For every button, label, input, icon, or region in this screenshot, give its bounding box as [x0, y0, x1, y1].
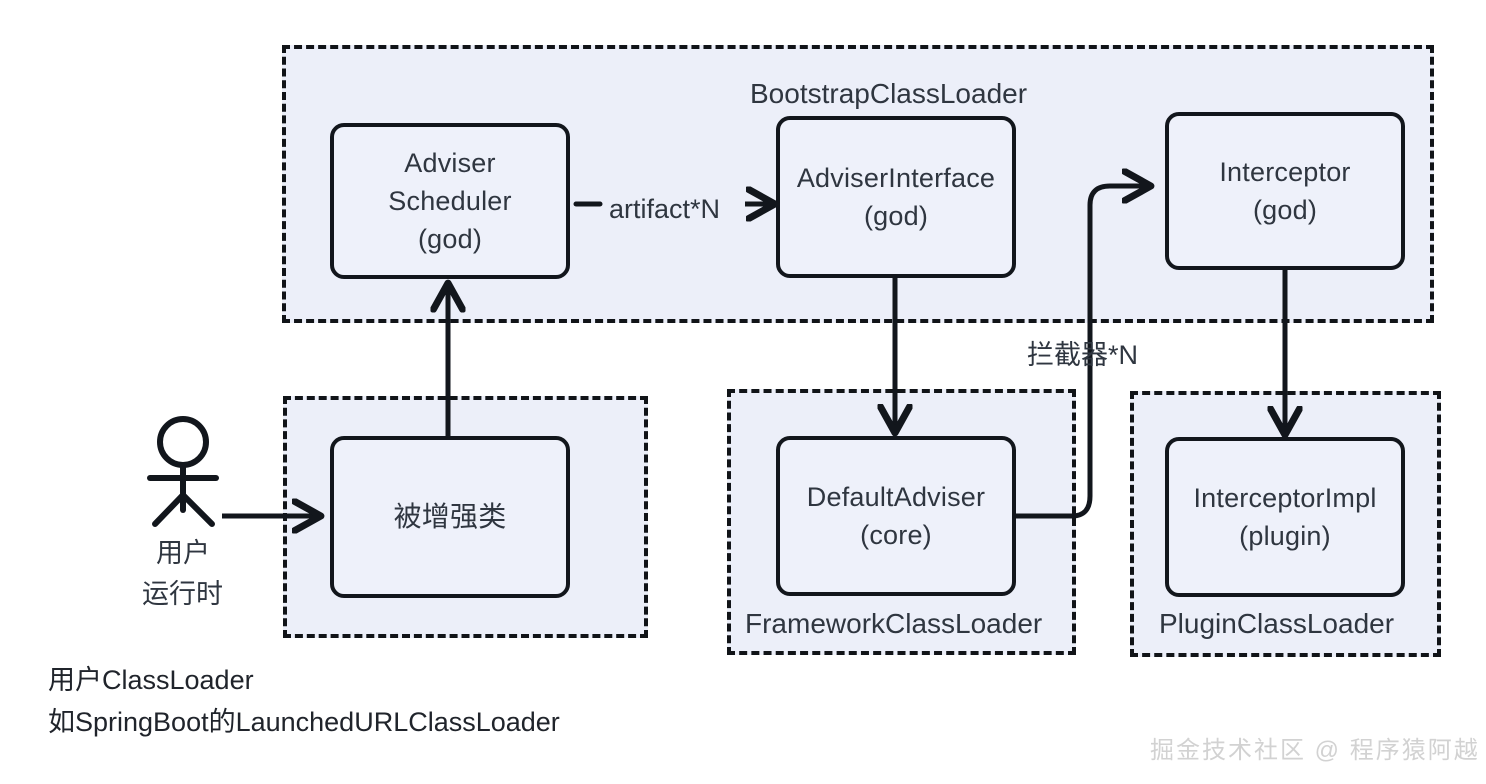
watermark: 掘金技术社区 @ 程序猿阿越	[1150, 737, 1480, 764]
edge-label-interceptor-n: 拦截器*N	[1027, 340, 1139, 370]
container-title-bootstrap: BootstrapClassLoader	[750, 78, 1028, 109]
node-adviser-scheduler-line1: Adviser	[404, 147, 496, 178]
node-default-adviser-line2: (core)	[860, 520, 932, 550]
actor-label-line2: 运行时	[142, 579, 223, 609]
node-adviser-interface-line2: (god)	[863, 201, 929, 231]
container-title-framework: FrameworkClassLoader	[745, 608, 1043, 639]
footnote-line1: 用户ClassLoader	[48, 665, 254, 695]
node-adviser-interface[interactable]: AdviserInterface (god)	[776, 116, 1016, 278]
node-enhanced-class[interactable]: 被增强类	[330, 436, 570, 598]
footnote-user-classloader: 用户ClassLoader 如SpringBoot的LaunchedURLCla…	[48, 660, 560, 744]
node-interceptor-impl-line2: (plugin)	[1239, 521, 1331, 551]
node-adviser-scheduler[interactable]: Adviser Scheduler (god)	[330, 123, 570, 279]
node-interceptor-line1: Interceptor	[1219, 156, 1351, 187]
container-title-plugin: PluginClassLoader	[1159, 608, 1395, 639]
edge-label-artifact: artifact*N	[609, 194, 721, 224]
node-interceptor-impl-line1: InterceptorImpl	[1193, 482, 1377, 513]
node-enhanced-class-line1: 被增强类	[393, 501, 507, 533]
node-interceptor-line2: (god)	[1252, 195, 1318, 225]
stick-figure-icon	[147, 416, 219, 527]
footnote-line2: 如SpringBoot的LaunchedURLClassLoader	[48, 706, 560, 737]
node-adviser-scheduler-line3: (god)	[417, 224, 483, 255]
node-adviser-scheduler-line2: Scheduler	[388, 185, 512, 216]
node-interceptor[interactable]: Interceptor (god)	[1165, 112, 1405, 270]
node-adviser-interface-line1: AdviserInterface	[796, 162, 996, 193]
node-interceptor-impl[interactable]: InterceptorImpl (plugin)	[1165, 437, 1405, 597]
edge-default-adviser-to-interceptor	[1013, 186, 1148, 519]
node-default-adviser[interactable]: DefaultAdviser (core)	[776, 436, 1016, 596]
actor-label-line1: 用户	[156, 538, 210, 568]
node-default-adviser-line1: DefaultAdviser	[806, 481, 986, 512]
